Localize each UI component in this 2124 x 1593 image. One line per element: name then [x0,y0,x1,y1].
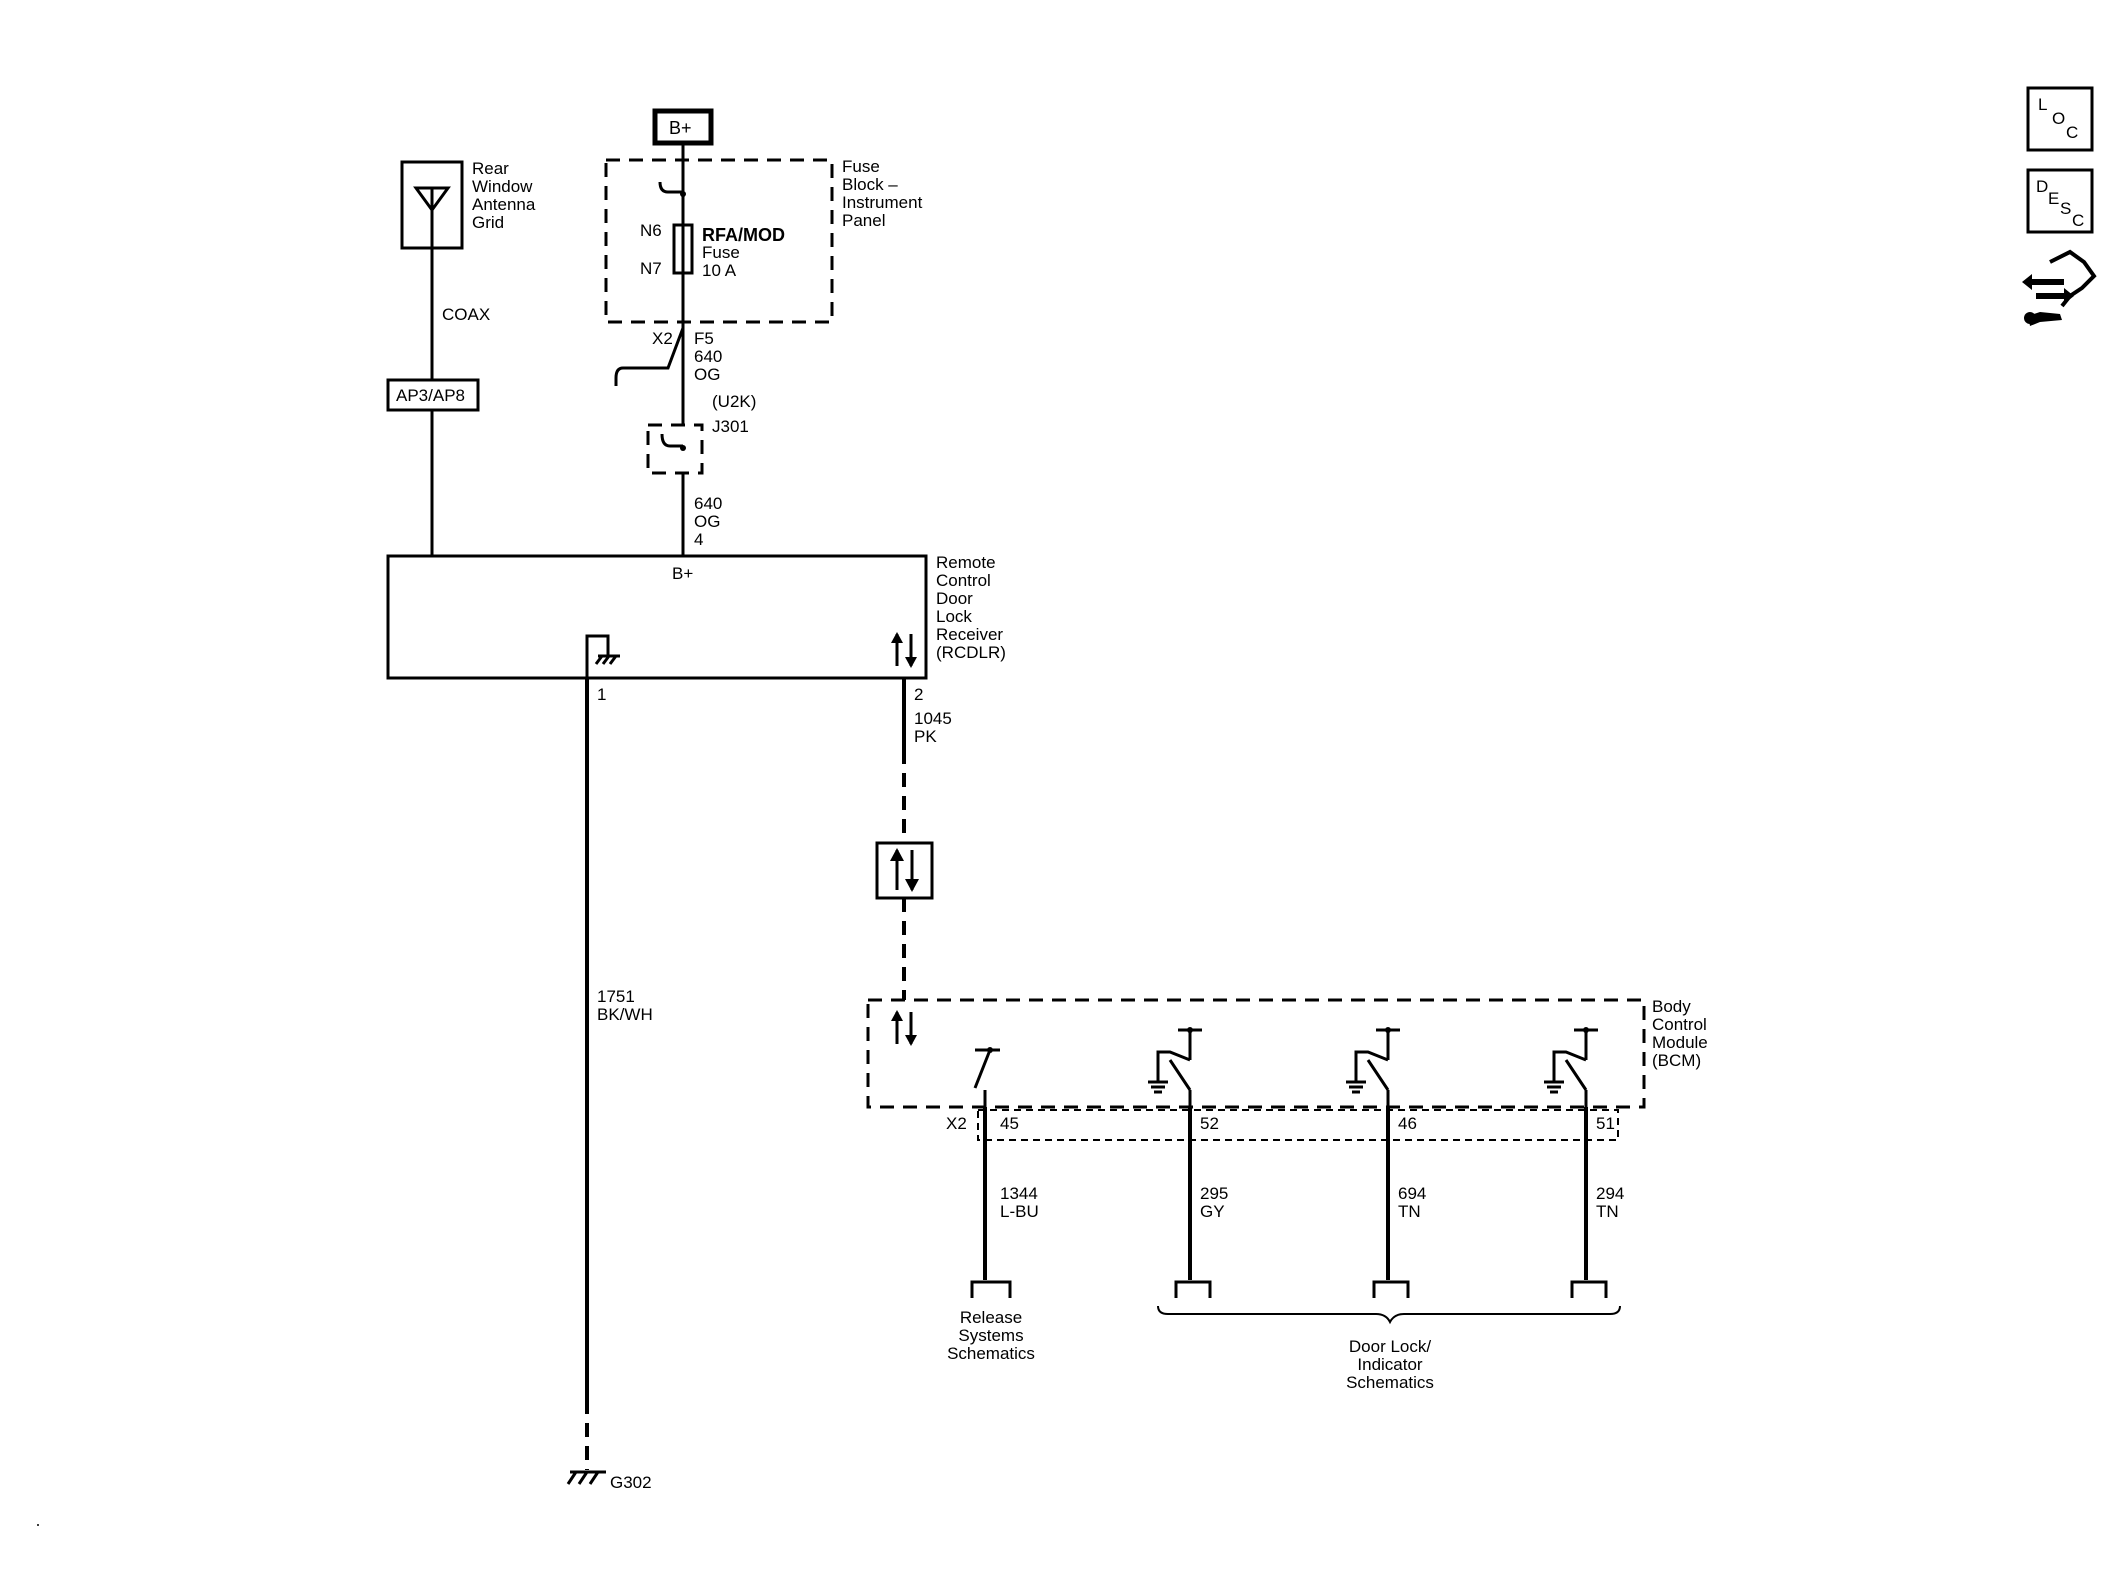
desc-letter-s: S [2060,199,2071,218]
fuse-rating: 10 A [702,261,737,280]
release-ref-connector [970,1280,1012,1298]
fuse-x2-label: X2 [652,329,673,348]
door-lock-bracket [1157,1305,1621,1325]
antenna-label-2: Window [472,177,533,196]
wire-294-color: TN [1596,1202,1619,1221]
bcm-driver-46-icon [1346,1027,1400,1107]
bcm-pin-52: 52 [1200,1114,1219,1133]
bcm-pin-46: 46 [1398,1114,1417,1133]
fuse-block-label-1: Fuse [842,157,880,176]
wire-1344-color: L-BU [1000,1202,1039,1221]
rcdlr-module [386,554,928,680]
rcdlr-label-1: Remote [936,553,996,572]
fuse-connector-stub [658,181,683,194]
desc-letter-e: E [2048,189,2059,208]
bcm-x2-label: X2 [946,1114,967,1133]
desc-button[interactable]: D E S C [2026,168,2094,234]
x2-connector-stub [614,327,685,386]
loc-letter-l: L [2038,95,2047,114]
rcdlr-feed-pin: 4 [694,530,703,549]
desc-letter-d: D [2036,177,2048,196]
wire-694-number: 694 [1398,1184,1426,1203]
bcm-module [866,998,1646,1109]
wire-295-color: GY [1200,1202,1225,1221]
connector-service-icon[interactable] [2022,249,2097,326]
bcm-pin-45: 45 [1000,1114,1019,1133]
splice-option-label: (U2K) [712,392,756,411]
ground-label: G302 [610,1473,652,1492]
data-wire-number: 1045 [914,709,952,728]
coax-label: COAX [442,305,490,324]
rcdlr-pin2-label: 2 [914,685,923,704]
door-lock-label-2[interactable]: Indicator [1357,1355,1423,1374]
rcdlr-feed-number: 640 [694,494,722,513]
bcm-label-1: Body [1652,997,1691,1016]
desc-letter-c: C [2072,211,2084,230]
rcdlr-bplus-label: B+ [672,564,693,583]
rcdlr-ground-icon [585,634,620,678]
wire-1344-number: 1344 [1000,1184,1038,1203]
door-lock-ref-connector-2 [1372,1280,1410,1298]
antenna-label-4: Grid [472,213,504,232]
bcm-pin-51: 51 [1596,1114,1615,1133]
fuse-block-label-2: Block – [842,175,898,194]
fuse-block-label-3: Instrument [842,193,923,212]
bcm-label-2: Control [1652,1015,1707,1034]
door-lock-label-3[interactable]: Schematics [1346,1373,1434,1392]
bcm-driver-51-icon [1544,1027,1598,1107]
door-lock-label-1[interactable]: Door Lock/ [1349,1337,1431,1356]
wire-295-number: 295 [1200,1184,1228,1203]
bcm-driver-52-icon [1148,1027,1202,1107]
release-label-2[interactable]: Systems [958,1326,1023,1345]
splice-name-label: J301 [712,417,749,436]
bcm-label-3: Module [1652,1033,1708,1052]
chassis-ground-icon [566,1470,606,1485]
corner-mark [37,1524,39,1526]
antenna-label-3: Antenna [472,195,536,214]
fuse-block-label-4: Panel [842,211,885,230]
rcdlr-serial-data-icon [891,632,917,668]
door-lock-ref-connector-3 [1570,1280,1608,1298]
rcdlr-label-6: (RCDLR) [936,643,1006,662]
fuse-type: Fuse [702,243,740,262]
ground-wire-color: BK/WH [597,1005,653,1024]
antenna-label-1: Rear [472,159,509,178]
fuse-wire-number: 640 [694,347,722,366]
serial-data-arrows-icon [890,848,919,892]
splice-pack [646,423,704,475]
rcdlr-label-4: Lock [936,607,972,626]
bcm-input-switch-icon [973,1047,1000,1107]
rcdlr-pin1-label: 1 [597,685,606,704]
ground-wire-number: 1751 [597,987,635,1006]
fuse-wire-color: OG [694,365,720,384]
loc-letter-c: C [2066,123,2078,142]
battery-box [652,108,714,146]
antenna-grid [400,160,464,250]
serial-data-symbol [875,841,934,900]
wire-694-color: TN [1398,1202,1421,1221]
fuse-block [604,158,834,324]
ap-connector [386,378,480,412]
rcdlr-feed-color: OG [694,512,720,531]
fuse-name: RFA/MOD [702,225,785,245]
bcm-x2-connector [977,1109,1619,1141]
fuse-n7-label: N7 [640,259,662,278]
data-wire-color: PK [914,727,937,746]
release-label-3[interactable]: Schematics [947,1344,1035,1363]
bcm-label-4: (BCM) [1652,1051,1701,1070]
loc-button[interactable]: L O C [2026,86,2094,152]
battery-label: B+ [669,118,692,138]
release-label-1[interactable]: Release [960,1308,1022,1327]
rcdlr-label-5: Receiver [936,625,1003,644]
wire-294-number: 294 [1596,1184,1624,1203]
loc-letter-o: O [2052,109,2065,128]
fuse-n6-label: N6 [640,221,662,240]
bcm-serial-data-icon [891,1010,917,1046]
rcdlr-label-2: Control [936,571,991,590]
door-lock-ref-connector-1 [1174,1280,1212,1298]
ap-connector-label: AP3/AP8 [396,386,465,405]
rcdlr-label-3: Door [936,589,973,608]
fuse-f5-label: F5 [694,329,714,348]
